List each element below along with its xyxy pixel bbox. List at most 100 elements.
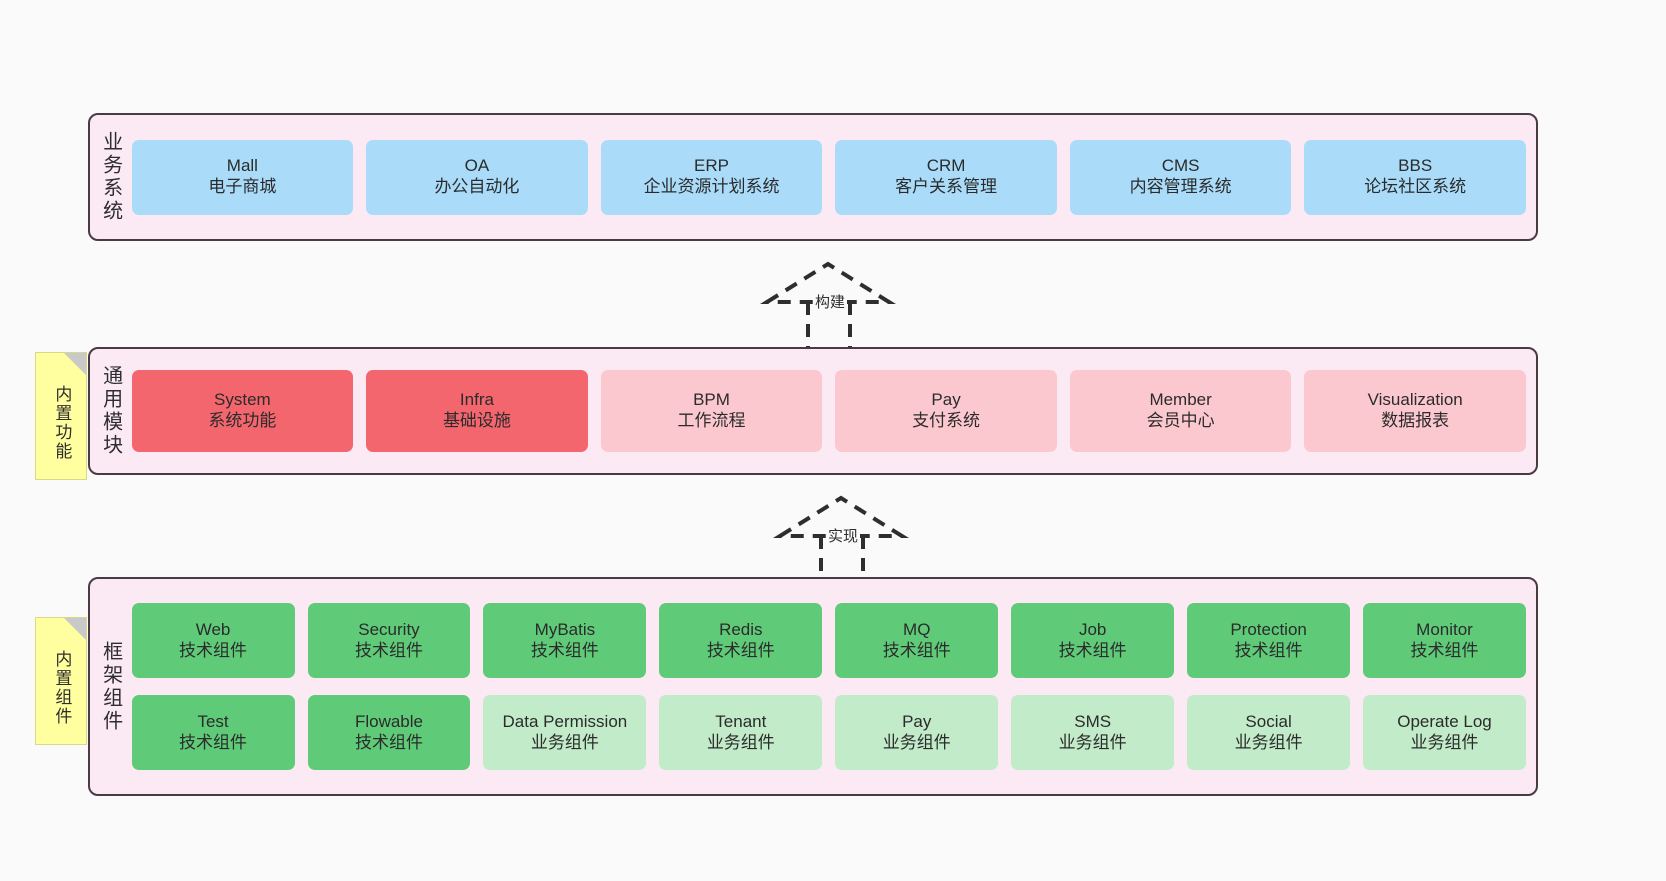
node-pay-component[interactable]: Pay 业务组件: [835, 695, 999, 770]
node-title: CRM: [926, 156, 966, 176]
node-subtitle: 企业资源计划系统: [643, 177, 780, 197]
node-mq[interactable]: MQ 技术组件: [835, 603, 999, 678]
connector-stem: [819, 536, 865, 584]
node-title: Mall: [226, 156, 258, 176]
node-sms[interactable]: SMS 业务组件: [1011, 695, 1175, 770]
node-title: Pay: [931, 390, 961, 410]
node-subtitle: 技术组件: [179, 640, 248, 661]
node-security[interactable]: Security 技术组件: [307, 603, 471, 678]
node-row: System 系统功能 Infra 基础设施 BPM 工作流程 Pay 支付系统…: [130, 370, 1528, 452]
node-title: Pay: [902, 711, 932, 731]
node-mybatis[interactable]: MyBatis 技术组件: [483, 603, 647, 678]
node-title: BPM: [693, 390, 730, 410]
node-subtitle: 论坛社区系统: [1364, 177, 1467, 197]
node-title: Visualization: [1367, 390, 1463, 410]
node-system[interactable]: System 系统功能: [131, 370, 354, 452]
node-subtitle: 技术组件: [354, 640, 423, 661]
node-subtitle: 业务组件: [530, 732, 599, 753]
node-title: ERP: [694, 156, 729, 176]
layer-body-common-modules: System 系统功能 Infra 基础设施 BPM 工作流程 Pay 支付系统…: [130, 349, 1536, 473]
node-title: Infra: [459, 390, 494, 410]
node-subtitle: 办公自动化: [434, 177, 520, 197]
connector-stem: [806, 302, 852, 350]
node-infra[interactable]: Infra 基础设施: [366, 370, 588, 452]
connector-label-implement: 实现: [826, 525, 861, 546]
layer-label-framework-components: 框架组件: [99, 640, 124, 733]
node-data-permission[interactable]: Data Permission 业务组件: [483, 695, 647, 770]
node-subtitle: 业务组件: [882, 732, 951, 753]
connector-label-build: 构建: [813, 291, 848, 312]
node-title: Test: [197, 711, 229, 731]
node-pay-module[interactable]: Pay 支付系统: [835, 370, 1057, 452]
sticky-note-label: 内置功能: [51, 385, 72, 461]
node-bpm[interactable]: BPM 工作流程: [600, 370, 823, 452]
node-subtitle: 技术组件: [1234, 640, 1303, 661]
node-subtitle: 业务组件: [1410, 732, 1479, 753]
node-title: Job: [1078, 619, 1107, 639]
node-title: Protection: [1230, 619, 1307, 639]
node-title: Social: [1245, 711, 1292, 731]
node-title: BBS: [1398, 156, 1433, 176]
node-title: Member: [1149, 390, 1212, 410]
node-test[interactable]: Test 技术组件: [131, 695, 295, 770]
node-subtitle: 系统功能: [208, 411, 277, 431]
sticky-note-builtin-function: 内置功能: [35, 352, 87, 480]
node-subtitle: 技术组件: [1058, 640, 1127, 661]
node-subtitle: 技术组件: [706, 640, 775, 661]
node-operate-log[interactable]: Operate Log 业务组件: [1363, 695, 1526, 770]
folded-corner-icon: [64, 618, 86, 640]
node-title: SMS: [1074, 711, 1112, 731]
node-bbs[interactable]: BBS 论坛社区系统: [1304, 139, 1526, 215]
node-job[interactable]: Job 技术组件: [1011, 603, 1175, 678]
node-title: System: [214, 390, 271, 410]
node-subtitle: 业务组件: [1058, 732, 1127, 753]
node-title: Web: [195, 619, 231, 639]
node-title: Tenant: [715, 711, 767, 731]
node-subtitle: 技术组件: [1410, 640, 1479, 661]
node-title: Data Permission: [502, 711, 628, 731]
layer-common-modules: 通用模块 System 系统功能 Infra 基础设施 BPM 工作流程 Pay…: [88, 347, 1538, 475]
node-title: Security: [358, 619, 420, 639]
node-web[interactable]: Web 技术组件: [131, 603, 295, 678]
sticky-note-label: 内置组件: [51, 650, 72, 726]
layer-business-systems: 业务系统 Mall 电子商城 OA 办公自动化 ERP 企业资源计划系统 CRM…: [88, 113, 1538, 241]
layer-label-business: 业务系统: [99, 131, 124, 223]
node-subtitle: 技术组件: [882, 640, 951, 661]
node-title: MQ: [903, 619, 931, 639]
node-subtitle: 工作流程: [677, 411, 746, 431]
node-title: OA: [464, 156, 490, 176]
node-redis[interactable]: Redis 技术组件: [659, 603, 823, 678]
node-title: CMS: [1161, 156, 1200, 176]
node-monitor[interactable]: Monitor 技术组件: [1363, 603, 1526, 678]
node-erp[interactable]: ERP 企业资源计划系统: [600, 139, 823, 215]
node-subtitle: 业务组件: [1234, 732, 1303, 753]
node-oa[interactable]: OA 办公自动化: [366, 139, 588, 215]
node-flowable[interactable]: Flowable 技术组件: [307, 695, 471, 770]
layer-body-framework-components: Web 技术组件 Security 技术组件 MyBatis 技术组件 Redi…: [130, 579, 1536, 794]
node-subtitle: 数据报表: [1381, 411, 1450, 431]
node-subtitle: 技术组件: [530, 640, 599, 661]
layer-body-business: Mall 电子商城 OA 办公自动化 ERP 企业资源计划系统 CRM 客户关系…: [130, 115, 1536, 239]
node-subtitle: 支付系统: [912, 411, 981, 431]
node-mall[interactable]: Mall 电子商城: [131, 139, 354, 215]
node-social[interactable]: Social 业务组件: [1187, 695, 1351, 770]
node-cms[interactable]: CMS 内容管理系统: [1069, 139, 1292, 215]
node-subtitle: 技术组件: [179, 732, 248, 753]
node-title: Redis: [719, 619, 763, 639]
node-crm[interactable]: CRM 客户关系管理: [835, 139, 1057, 215]
node-tenant[interactable]: Tenant 业务组件: [659, 695, 823, 770]
node-protection[interactable]: Protection 技术组件: [1187, 603, 1351, 678]
node-row: Mall 电子商城 OA 办公自动化 ERP 企业资源计划系统 CRM 客户关系…: [130, 139, 1528, 215]
layer-framework-components: 框架组件 Web 技术组件 Security 技术组件 MyBatis 技术组件…: [88, 577, 1538, 796]
node-subtitle: 内容管理系统: [1129, 177, 1232, 197]
layer-label-common-modules: 通用模块: [99, 365, 124, 457]
node-visualization[interactable]: Visualization 数据报表: [1304, 370, 1526, 452]
node-title: Flowable: [354, 711, 423, 731]
node-subtitle: 客户关系管理: [895, 177, 998, 197]
node-subtitle: 技术组件: [354, 732, 423, 753]
node-row: Web 技术组件 Security 技术组件 MyBatis 技术组件 Redi…: [130, 603, 1528, 678]
node-member[interactable]: Member 会员中心: [1069, 370, 1292, 452]
node-subtitle: 会员中心: [1146, 411, 1215, 431]
node-title: MyBatis: [534, 619, 596, 639]
